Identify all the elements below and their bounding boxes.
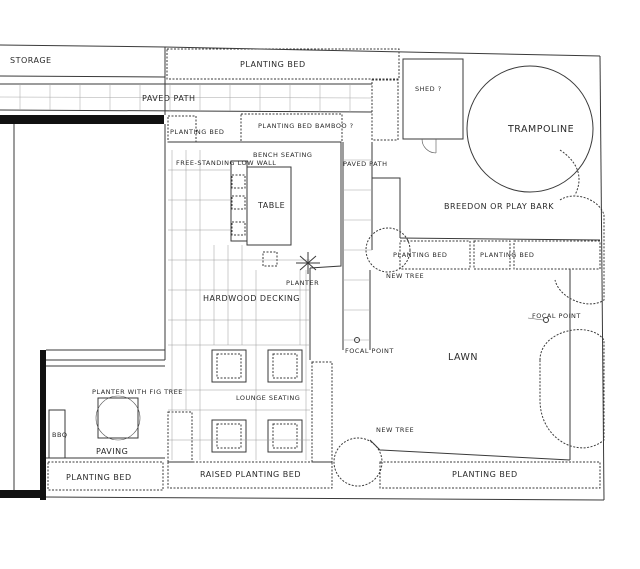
label-raised-planting-bed: RAISED PLANTING BED <box>200 470 301 479</box>
label-paving: PAVING <box>96 447 128 456</box>
label-focal-point-right: FOCAL POINT <box>532 312 581 320</box>
label-planting-bed-mid: PLANTING BED <box>393 251 447 259</box>
plan-labels: STORAGE PLANTING BED PAVED PATH SHED ? T… <box>10 56 581 482</box>
paving-hatch <box>0 84 373 341</box>
house-wall-left-upper <box>0 115 14 124</box>
label-paved-path-mid: PAVED PATH <box>343 160 387 168</box>
label-planting-bed-bottom-right: PLANTING BED <box>452 470 518 479</box>
house-wall-bottom <box>0 490 46 498</box>
label-paved-path-top: PAVED PATH <box>142 94 196 103</box>
new-tree-bottom-canopy <box>333 437 383 487</box>
label-focal-point-mid: FOCAL POINT <box>345 347 394 355</box>
house-wall-right <box>40 350 46 500</box>
label-breedon-play-bark: BREEDON OR PLAY BARK <box>444 202 554 211</box>
label-new-tree-top: NEW TREE <box>386 272 424 280</box>
markers <box>296 252 549 343</box>
label-hardwood-decking: HARDWOOD DECKING <box>203 294 300 303</box>
label-planting-bed-bamboo: PLANTING BED BAMBOO ? <box>258 122 354 130</box>
label-storage: STORAGE <box>10 56 52 65</box>
label-lawn: LAWN <box>448 352 478 363</box>
label-trampoline: TRAMPOLINE <box>507 124 574 135</box>
label-free-standing-low-wall: FREE-STANDING LOW WALL <box>176 159 276 167</box>
trampoline-circle <box>466 65 594 193</box>
label-bbq: BBQ <box>52 431 68 439</box>
decking-hatch <box>168 150 310 460</box>
label-new-tree-bottom: NEW TREE <box>376 426 414 434</box>
house-wall-top <box>14 115 164 124</box>
new-tree-top-canopy <box>365 227 411 273</box>
label-planting-bed-bottom-left: PLANTING BED <box>66 473 132 482</box>
label-bench-seating: BENCH SEATING <box>253 151 312 159</box>
plan-outlines <box>0 44 605 501</box>
label-planting-bed-small: PLANTING BED <box>170 128 224 136</box>
label-planting-bed-right: PLANTING BED <box>480 251 534 259</box>
label-lounge-seating: LOUNGE SEATING <box>236 394 300 402</box>
label-table: TABLE <box>257 201 285 210</box>
label-planting-bed-top: PLANTING BED <box>240 60 306 69</box>
tree-canopies <box>333 149 605 487</box>
label-planter: PLANTER <box>286 279 319 287</box>
label-planter-with-fig: PLANTER WITH FIG TREE <box>92 388 183 396</box>
label-shed: SHED ? <box>415 85 442 93</box>
